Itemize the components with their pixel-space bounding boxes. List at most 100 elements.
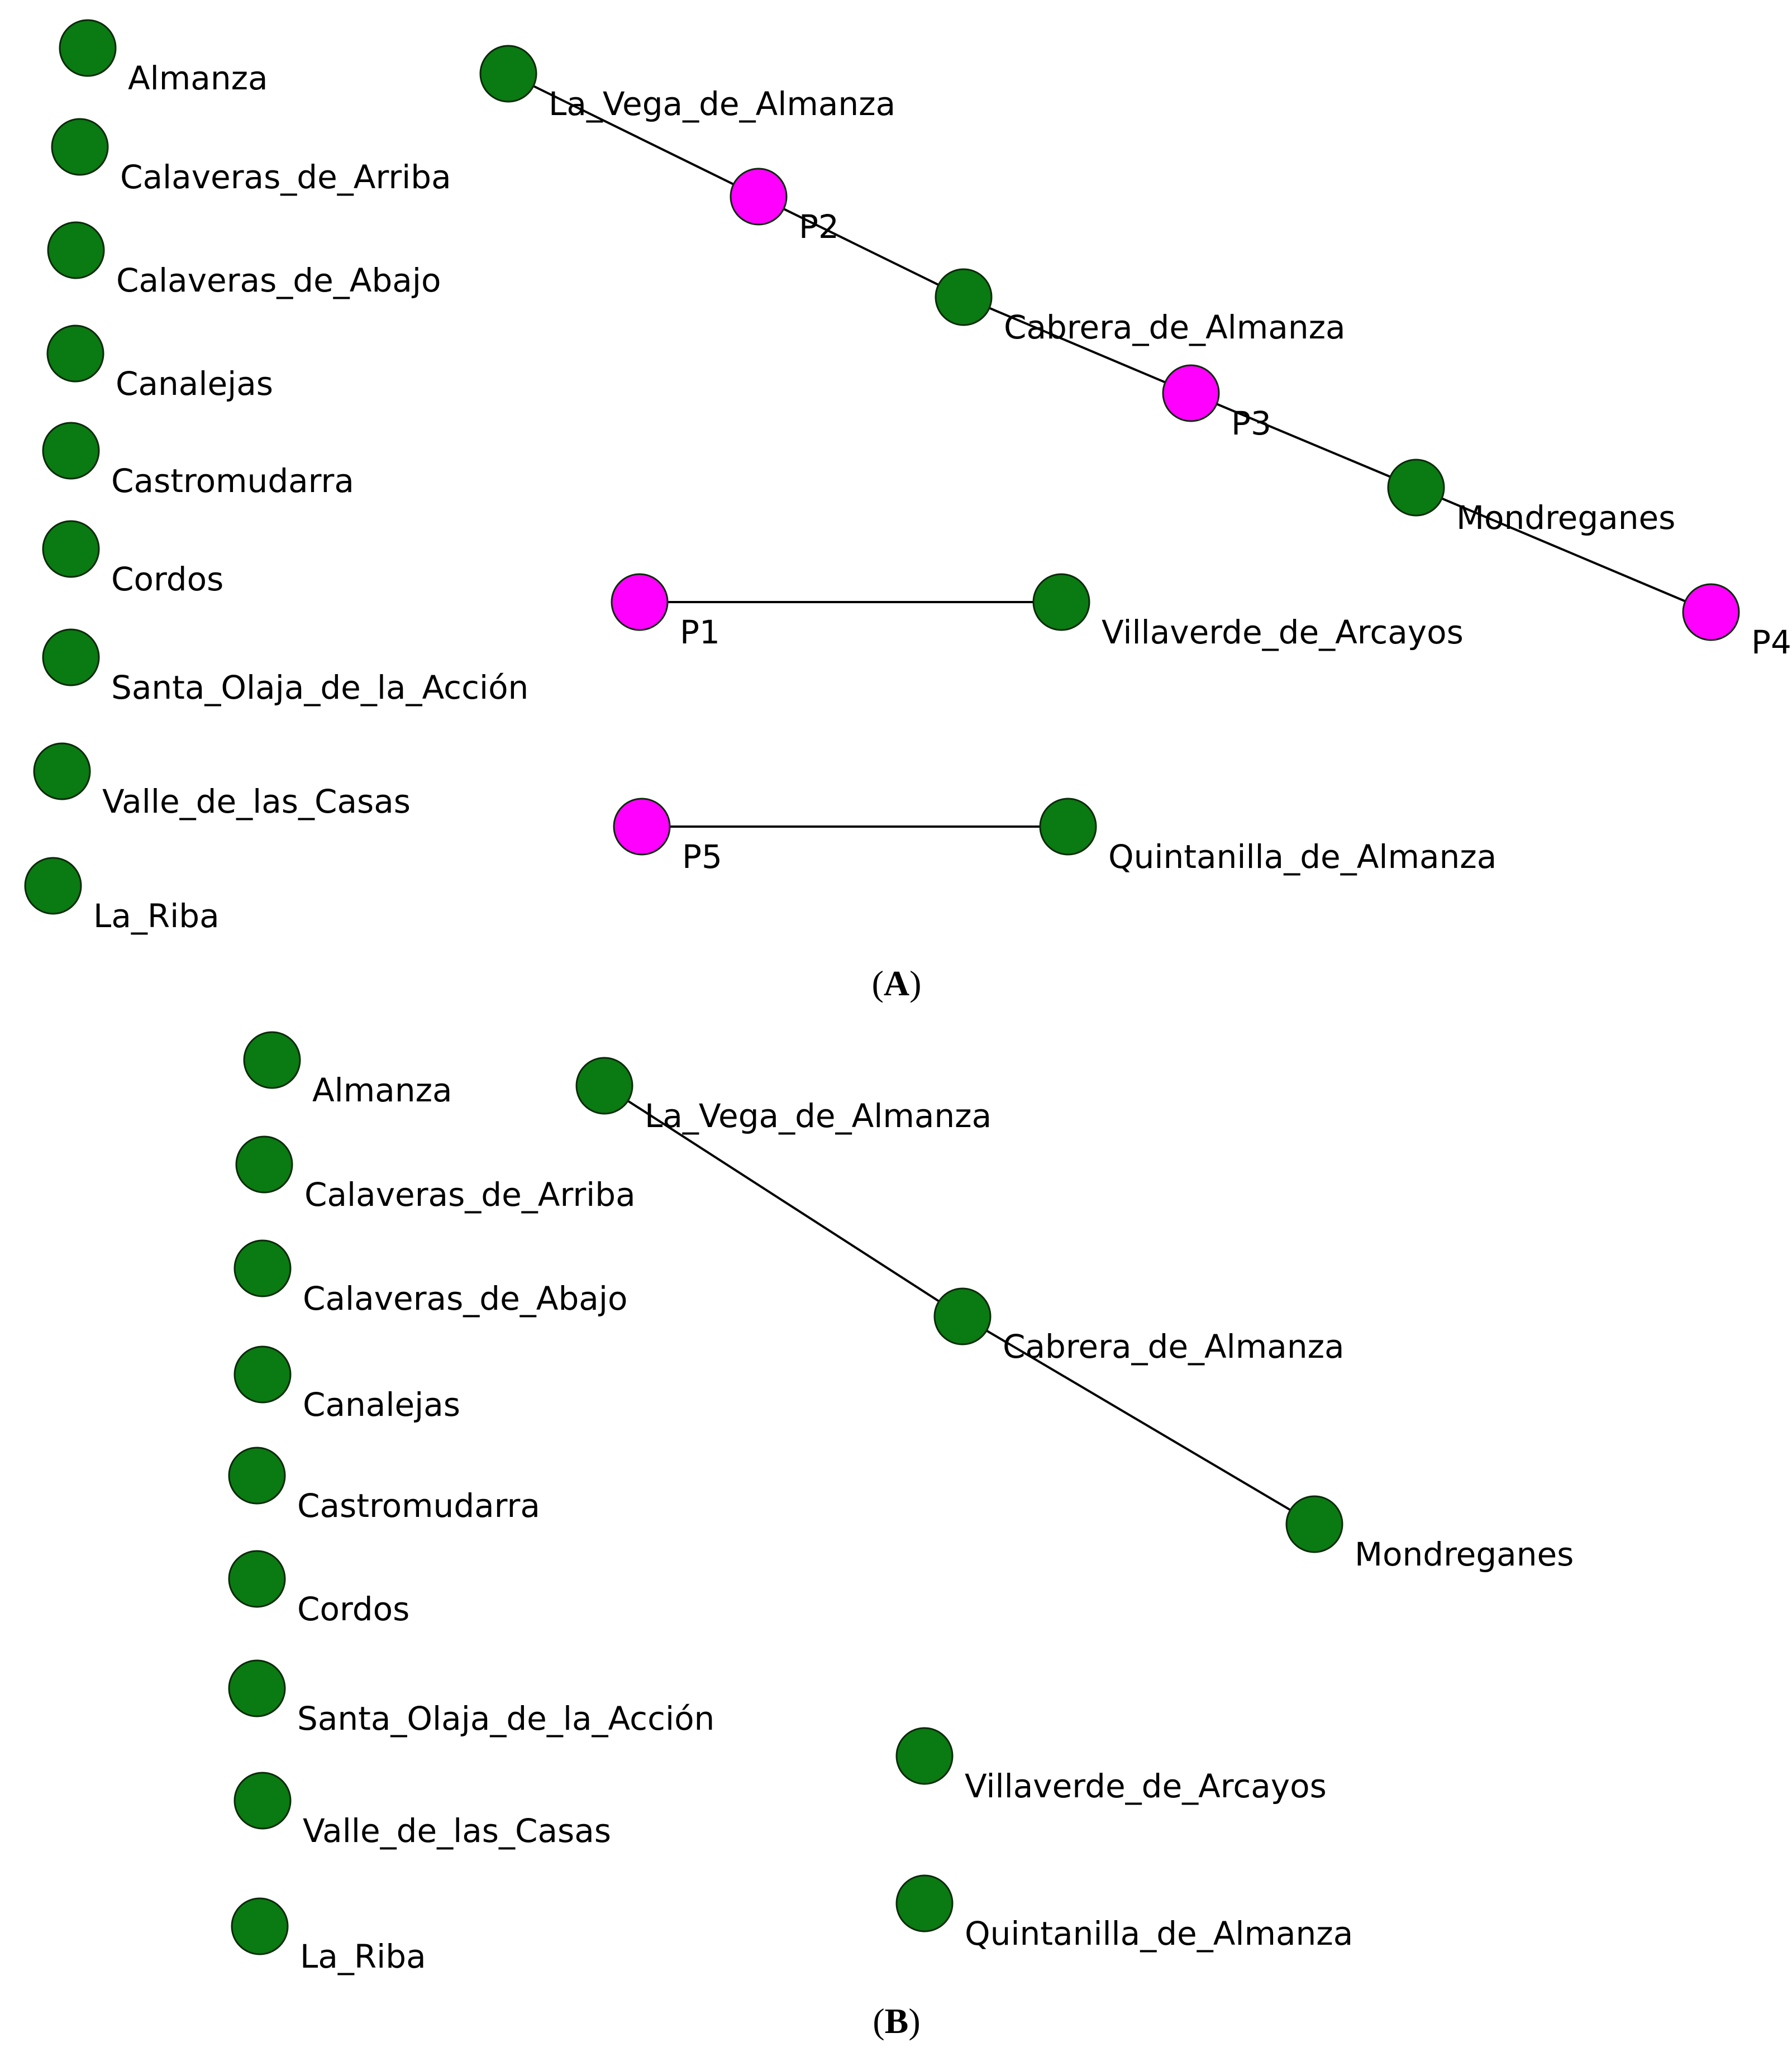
node-label: Calaveras_de_Arriba xyxy=(304,1176,636,1214)
node-la-riba: La_Riba xyxy=(24,857,220,935)
panel-b: AlmanzaCalaveras_de_ArribaCalaveras_de_A… xyxy=(228,1031,1574,1975)
node-label: Calaveras_de_Abajo xyxy=(116,261,441,299)
village-node-circle xyxy=(243,1031,301,1089)
village-node-circle xyxy=(59,19,117,77)
node-label: Canalejas xyxy=(116,365,273,403)
node-la-vega: La_Vega_de_Almanza xyxy=(479,45,895,123)
village-node-circle xyxy=(1387,459,1445,517)
node-label: Valle_de_las_Casas xyxy=(102,782,411,820)
node-label: Santa_Olaja_de_la_Acción xyxy=(297,1700,714,1738)
village-node-circle xyxy=(46,324,104,383)
caption-letter: A xyxy=(884,963,909,1003)
node-label: Calaveras_de_Abajo xyxy=(303,1280,627,1318)
node-quintanilla: Quintanilla_de_Almanza xyxy=(895,1874,1353,1953)
caption-open-paren: ( xyxy=(873,2001,884,2041)
village-node-circle xyxy=(895,1874,954,1932)
village-node-circle xyxy=(935,268,993,326)
node-castromudarra: Castromudarra xyxy=(228,1447,540,1525)
node-label: Villaverde_de_Arcayos xyxy=(965,1767,1327,1805)
node-almanza: Almanza xyxy=(243,1031,452,1109)
node-santa-olaja: Santa_Olaja_de_la_Acción xyxy=(228,1659,714,1738)
node-label: P2 xyxy=(799,208,839,246)
node-cordos: Cordos xyxy=(42,520,223,598)
node-label: Valle_de_las_Casas xyxy=(303,1812,611,1850)
node-canalejas: Canalejas xyxy=(46,324,273,403)
village-node-circle xyxy=(42,520,100,578)
village-node-circle xyxy=(47,221,105,279)
captions-layer: (A)(B) xyxy=(872,963,922,2041)
panel-a-caption: (A) xyxy=(872,963,922,1003)
node-label: Cordos xyxy=(297,1590,409,1628)
node-label: Quintanilla_de_Almanza xyxy=(1108,838,1496,876)
node-la-riba: La_Riba xyxy=(231,1897,426,1975)
node-label: Cordos xyxy=(111,560,223,598)
edges-layer xyxy=(508,73,1712,1525)
node-label: Mondreganes xyxy=(1456,499,1675,537)
node-cabrera: Cabrera_de_Almanza xyxy=(933,1287,1345,1366)
edge-p3-mondreganes xyxy=(1190,392,1417,489)
node-label: Villaverde_de_Arcayos xyxy=(1102,613,1464,651)
point-node-circle xyxy=(1162,364,1220,422)
point-node-circle xyxy=(1682,583,1740,641)
village-node-circle xyxy=(479,45,537,103)
node-p4: P4 xyxy=(1682,583,1791,661)
caption-close-paren: ) xyxy=(909,963,921,1003)
village-node-circle xyxy=(233,1239,292,1297)
node-label: P3 xyxy=(1231,404,1271,442)
node-label: P5 xyxy=(682,838,722,876)
node-calaveras-abajo: Calaveras_de_Abajo xyxy=(47,221,441,299)
node-quintanilla: Quintanilla_de_Almanza xyxy=(1039,798,1496,876)
point-node-circle xyxy=(613,798,671,856)
village-node-circle xyxy=(895,1727,954,1785)
node-castromudarra: Castromudarra xyxy=(42,422,354,500)
node-calaveras-arriba: Calaveras_de_Arriba xyxy=(235,1135,636,1214)
village-node-circle xyxy=(228,1447,286,1505)
village-node-circle xyxy=(24,857,82,915)
village-node-circle xyxy=(231,1897,289,1955)
panel-a: AlmanzaCalaveras_de_ArribaCalaveras_de_A… xyxy=(24,19,1791,935)
village-node-circle xyxy=(233,1772,292,1830)
village-node-circle xyxy=(1039,798,1097,856)
caption-close-paren: ) xyxy=(908,2001,920,2041)
panel-b-caption: (B) xyxy=(873,2001,920,2041)
node-almanza: Almanza xyxy=(59,19,268,97)
village-node-circle xyxy=(51,118,109,176)
edge-la_vega-cabrera xyxy=(603,1085,964,1318)
node-label: Mondreganes xyxy=(1355,1535,1574,1573)
node-label: Canalejas xyxy=(303,1386,460,1424)
node-cordos: Cordos xyxy=(228,1550,409,1628)
node-villaverde: Villaverde_de_Arcayos xyxy=(1032,573,1464,651)
node-p3: P3 xyxy=(1162,364,1271,442)
edge-cabrera-mondreganes xyxy=(961,1315,1316,1525)
node-label: Cabrera_de_Almanza xyxy=(1004,308,1346,346)
village-node-circle xyxy=(228,1550,286,1608)
node-label: Almanza xyxy=(312,1071,452,1109)
nodes-layer: AlmanzaCalaveras_de_ArribaCalaveras_de_A… xyxy=(24,19,1791,1975)
caption-letter: B xyxy=(885,2001,909,2041)
village-node-circle xyxy=(575,1057,633,1115)
point-node-circle xyxy=(730,168,788,226)
node-label: P4 xyxy=(1751,623,1791,661)
node-calaveras-abajo: Calaveras_de_Abajo xyxy=(233,1239,627,1318)
node-santa-olaja: Santa_Olaja_de_la_Acción xyxy=(42,628,528,707)
panel-b-edges xyxy=(603,1085,1316,1525)
node-mondreganes: Mondreganes xyxy=(1285,1495,1574,1573)
edge-p2-cabrera xyxy=(758,195,964,298)
panel-a-edges xyxy=(508,73,1712,828)
village-node-circle xyxy=(228,1659,286,1717)
point-node-circle xyxy=(611,573,669,631)
node-mondreganes: Mondreganes xyxy=(1387,459,1675,537)
node-label: La_Vega_de_Almanza xyxy=(645,1097,992,1135)
node-label: Castromudarra xyxy=(297,1487,540,1525)
node-label: Cabrera_de_Almanza xyxy=(1003,1328,1345,1366)
node-label: La_Vega_de_Almanza xyxy=(549,85,895,123)
edge-cabrera-p3 xyxy=(963,296,1192,394)
node-label: Santa_Olaja_de_la_Acción xyxy=(111,669,528,707)
node-la-vega: La_Vega_de_Almanza xyxy=(575,1057,992,1135)
node-valle-casas: Valle_de_las_Casas xyxy=(233,1772,611,1850)
node-valle-casas: Valle_de_las_Casas xyxy=(33,742,411,820)
village-node-circle xyxy=(235,1135,293,1194)
village-node-circle xyxy=(1032,573,1090,631)
caption-open-paren: ( xyxy=(872,963,884,1003)
